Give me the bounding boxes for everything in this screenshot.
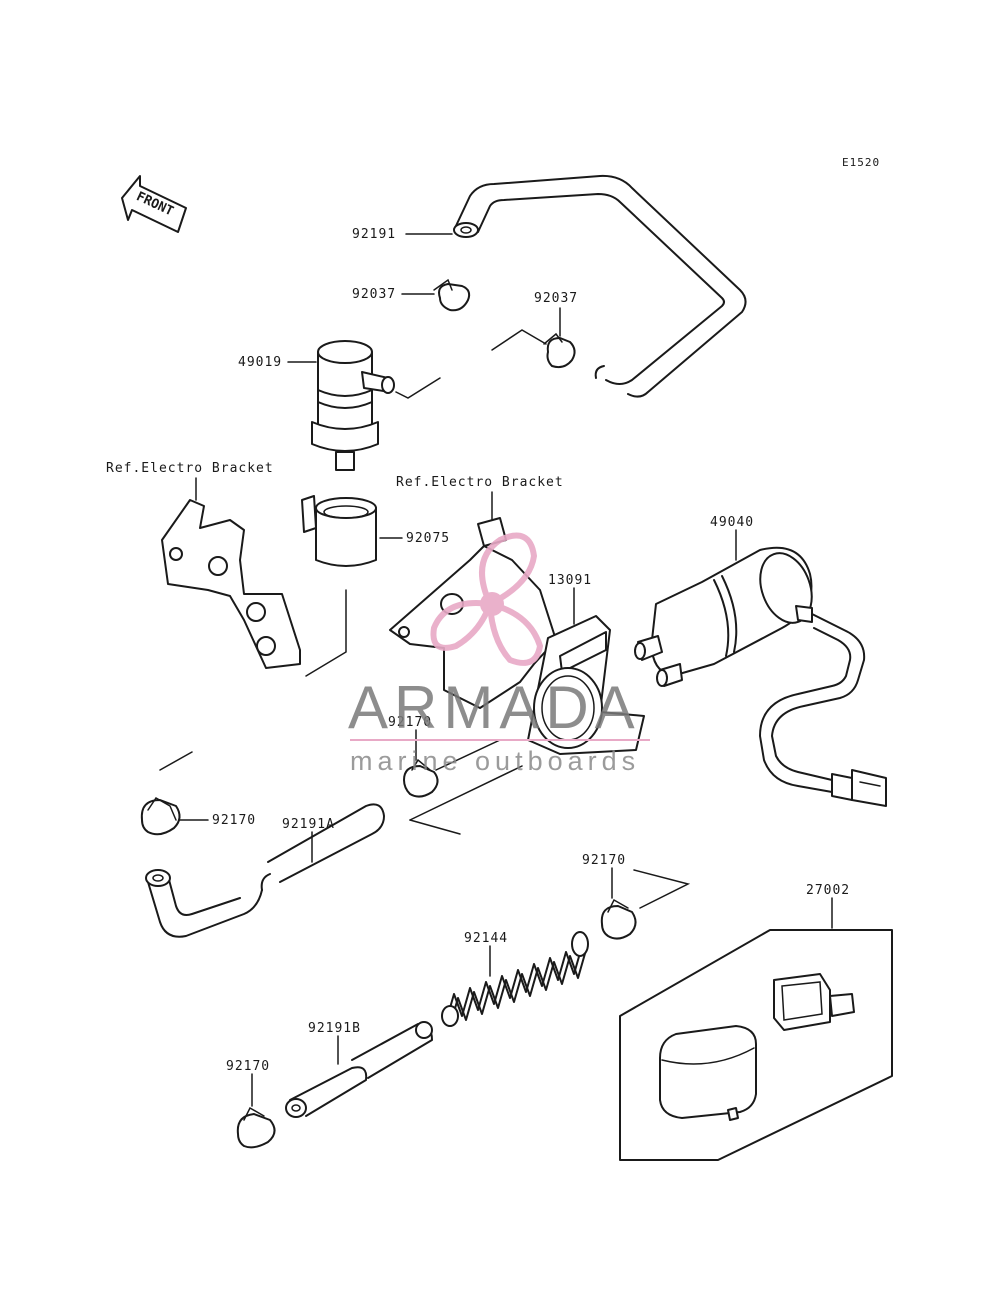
label-92191: 92191 xyxy=(352,227,396,242)
label-92075: 92075 xyxy=(406,531,450,546)
logo-blade-1 xyxy=(479,532,538,609)
clamp-92170-left xyxy=(140,797,181,836)
label-ref-bracket-left: Ref.Electro Bracket xyxy=(106,461,274,476)
logo-blade-2 xyxy=(430,600,495,651)
fuel-filter-49019 xyxy=(311,340,395,471)
label-92170-center: 92170 xyxy=(388,715,432,730)
logo-blade-3 xyxy=(486,600,544,666)
label-ref-bracket-center: Ref.Electro Bracket xyxy=(396,475,564,490)
clamp-92170-center xyxy=(403,758,439,798)
watermark-logo-icon xyxy=(430,532,544,666)
pump-wire-harness xyxy=(759,613,887,807)
band-92075 xyxy=(301,495,377,567)
connector-line-a xyxy=(491,329,547,351)
label-92191A: 92191A xyxy=(282,817,335,832)
label-92170-bottom: 92170 xyxy=(226,1059,270,1074)
diagram-code: E1520 xyxy=(842,156,880,169)
hose-92191A xyxy=(145,803,385,938)
connector-line-h xyxy=(633,869,691,909)
label-49040: 49040 xyxy=(710,515,754,530)
hose-92191B xyxy=(285,1021,433,1118)
fuel-pump-49040 xyxy=(634,546,813,687)
clamp-92170-right xyxy=(600,898,637,940)
label-92144: 92144 xyxy=(464,931,508,946)
holder-13091 xyxy=(527,615,645,755)
label-49019: 49019 xyxy=(238,355,282,370)
label-13091: 13091 xyxy=(548,573,592,588)
clamp-92037-left xyxy=(433,278,471,312)
connector-line-g xyxy=(159,751,193,771)
watermark-brand: ARMADA xyxy=(348,674,641,741)
label-92170-right: 92170 xyxy=(582,853,626,868)
kit-box-27002 xyxy=(619,929,893,1161)
spring-92144 xyxy=(441,931,589,1027)
label-92170-left: 92170 xyxy=(212,813,256,828)
front-arrow-icon: FRONT xyxy=(121,175,187,233)
electro-bracket-left xyxy=(161,499,301,669)
label-27002: 27002 xyxy=(806,883,850,898)
connector-line-c xyxy=(305,589,347,677)
label-92037-left: 92037 xyxy=(352,287,396,302)
hose-92191 xyxy=(453,174,747,398)
label-92191B: 92191B xyxy=(308,1021,361,1036)
connector-line-e xyxy=(409,819,461,835)
connector-line-f xyxy=(409,765,523,821)
watermark-tagline: marine outboards xyxy=(350,746,640,776)
label-92037-right: 92037 xyxy=(534,291,578,306)
connector-line-b xyxy=(395,377,441,399)
clamp-92037-right xyxy=(543,332,576,369)
clamp-92170-bottom xyxy=(236,1106,276,1149)
